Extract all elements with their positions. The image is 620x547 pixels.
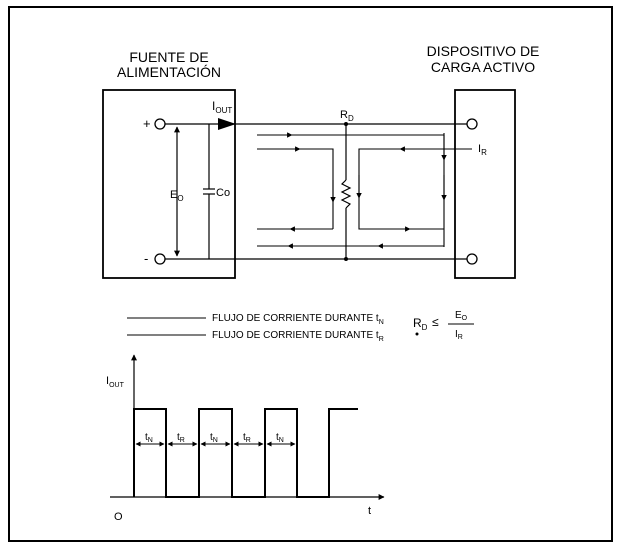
plus-sign: + [143,116,151,131]
legend-text-tr: FLUJO DE CORRIENTE DURANTE tR [212,330,384,343]
interval-label-5: tN [276,432,284,444]
iout-arrowhead [218,118,236,130]
ir-label: IR [478,143,487,157]
x-axis-label: t [368,505,371,517]
minus-sign: - [144,251,148,266]
load-device-box [454,89,516,279]
load-plus-terminal [466,118,478,130]
co-label: Co [216,187,230,199]
formula-op: ≤ [432,315,439,329]
waveform: IOUT t O tN tR tN tR tN [106,354,385,523]
page-frame [8,6,613,542]
load-minus-terminal [466,253,478,265]
legend-text-tn: FLUJO DE CORRIENTE DURANTE tN [212,313,384,326]
power-supply-box [102,89,236,279]
interval-label-2: tR [177,432,185,444]
load-device-title-line2: CARGA ACTIVO [431,59,535,75]
iout-label: IOUT [212,99,232,115]
y-axis-label: IOUT [106,375,125,389]
power-supply-title-line1: FUENTE DE [129,49,208,65]
interval-label-4: tR [243,432,251,444]
eo-label: EO [170,189,184,203]
formula-den: IR [455,329,463,341]
formula-dot [415,332,419,336]
interval-label-3: tN [210,432,218,444]
origin-label: O [114,511,123,523]
flow-tr-top [358,148,444,230]
supply-plus-terminal [154,118,166,130]
flow-tn-top [257,148,334,229]
pulse-train [133,408,358,498]
interval-label-1: tN [145,432,153,444]
formula-num: EO [455,310,468,322]
power-supply-title-line2: ALIMENTACIÓN [117,64,221,80]
supply-minus-terminal [154,253,166,265]
resistor [340,179,352,209]
rd-label: RD [340,109,354,123]
load-device-title-line1: DISPOSITIVO DE [427,43,540,59]
rd-formula: RD ≤ EO IR [413,310,474,341]
formula-lhs: RD [413,316,428,332]
